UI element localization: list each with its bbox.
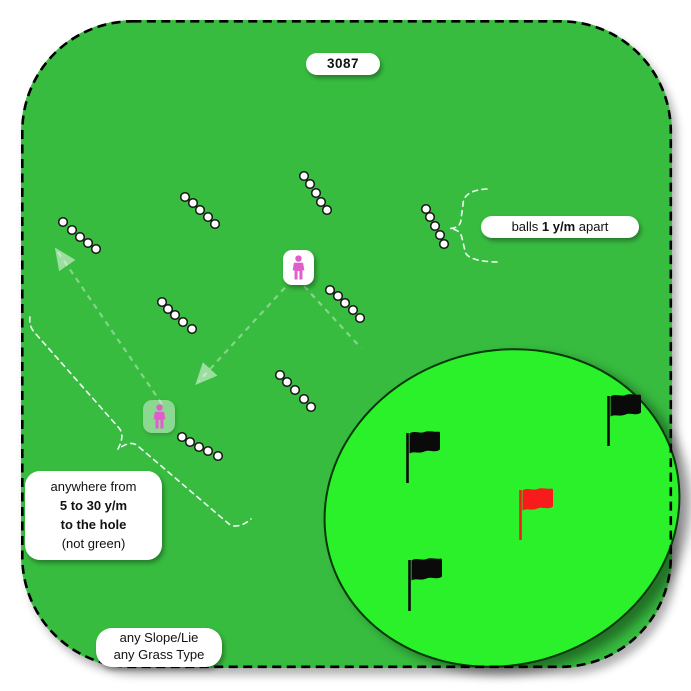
- black-flag-icon: [610, 394, 641, 417]
- golf-ball: [347, 304, 359, 316]
- golf-ball: [354, 312, 366, 324]
- golf-ball: [424, 211, 436, 223]
- golf-ball: [156, 296, 168, 308]
- black-flag-icon: [409, 431, 440, 454]
- dashed-boundary: [20, 19, 673, 669]
- conditions-label: any Slope/Lie any Grass Type: [96, 628, 222, 667]
- golf-ball: [429, 220, 441, 232]
- golf-ball: [74, 231, 86, 243]
- golf-ball: [321, 204, 333, 216]
- golf-ball: [179, 191, 191, 203]
- balls-spacing-suffix: apart: [575, 219, 609, 234]
- golf-ball: [162, 303, 174, 315]
- golf-ball: [184, 436, 196, 448]
- range-brace: [449, 188, 501, 263]
- golf-ball: [66, 224, 78, 236]
- player-icon: [283, 250, 314, 285]
- golf-ball: [305, 401, 317, 413]
- golf-ball: [304, 178, 316, 190]
- golf-ball: [298, 170, 310, 182]
- player-icon-faded: [143, 400, 175, 433]
- balls-spacing-text: balls: [511, 219, 542, 234]
- range-brace: [28, 316, 252, 527]
- golf-ball: [324, 284, 336, 296]
- golf-ball: [289, 384, 301, 396]
- conditions-line-1: any Slope/Lie: [119, 630, 199, 645]
- direction-arrow: [195, 279, 293, 386]
- balls-spacing-label: balls 1 y/m apart: [481, 216, 639, 238]
- black-flag-icon: [411, 558, 442, 581]
- golf-ball: [186, 323, 198, 335]
- golf-ball: [310, 187, 322, 199]
- golf-ball: [187, 197, 199, 209]
- golf-ball: [332, 290, 344, 302]
- distance-line-2: 5 to 30 y/m: [59, 498, 128, 513]
- golf-ball: [169, 309, 181, 321]
- golf-ball: [90, 243, 102, 255]
- golf-ball: [176, 431, 188, 443]
- golf-ball: [209, 218, 221, 230]
- person-icon: [292, 255, 305, 280]
- person-icon: [153, 404, 165, 429]
- distance-range-label: anywhere from 5 to 30 y/m to the hole (n…: [25, 471, 162, 560]
- distance-line-1: anywhere from: [50, 479, 137, 494]
- golf-ball: [281, 376, 293, 388]
- golf-ball: [57, 216, 69, 228]
- golf-ball: [193, 441, 205, 453]
- distance-line-4: (not green): [61, 536, 126, 551]
- golf-ball: [438, 238, 450, 250]
- drill-number-badge: 3087: [306, 53, 380, 75]
- golf-ball: [194, 204, 206, 216]
- direction-arrow: [303, 285, 362, 349]
- direction-arrow: [54, 247, 163, 405]
- golf-ball: [202, 445, 214, 457]
- golf-ball: [212, 450, 224, 462]
- golf-ball: [434, 229, 446, 241]
- balls-spacing-bold: 1 y/m: [541, 219, 576, 234]
- golf-ball: [82, 237, 94, 249]
- golf-ball: [298, 393, 310, 405]
- golf-ball: [339, 297, 351, 309]
- golf-ball: [315, 196, 327, 208]
- golf-ball: [202, 211, 214, 223]
- golf-ball: [177, 316, 189, 328]
- golf-ball: [274, 369, 286, 381]
- distance-line-3: to the hole: [60, 517, 127, 532]
- red-flag-icon: [522, 488, 553, 511]
- conditions-line-2: any Grass Type: [113, 646, 205, 662]
- golf-ball: [420, 203, 432, 215]
